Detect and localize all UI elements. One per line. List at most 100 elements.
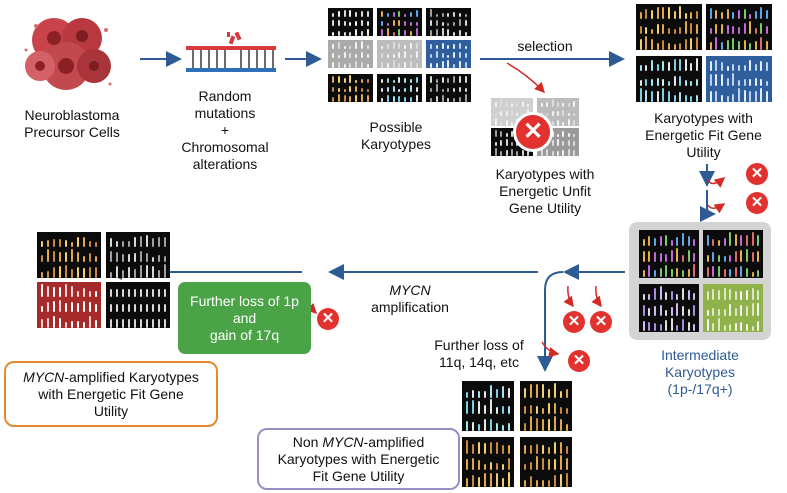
chromosome-row xyxy=(491,98,533,108)
chromosome xyxy=(472,457,474,470)
chromosome xyxy=(398,89,401,93)
chromosome xyxy=(343,64,346,68)
chromosome xyxy=(502,424,504,431)
chromosome xyxy=(760,60,763,72)
chromosome xyxy=(343,89,346,93)
chromosome xyxy=(729,232,732,246)
chromosome xyxy=(651,10,654,20)
chromosome xyxy=(392,31,395,36)
chromosome xyxy=(639,39,642,50)
chromosome xyxy=(404,45,407,50)
precursor-cells-label: Neuroblastoma Precursor Cells xyxy=(24,107,120,140)
chromosome xyxy=(734,323,737,332)
chromosome xyxy=(715,23,718,35)
chromosome xyxy=(732,73,735,87)
chromosome-row xyxy=(706,56,772,72)
chromosome xyxy=(89,316,91,328)
chromosome xyxy=(500,111,503,117)
chromosome xyxy=(757,302,760,316)
chromosome xyxy=(743,78,746,87)
karyotype-panel xyxy=(426,74,471,102)
chromosome xyxy=(536,444,538,454)
chromosome xyxy=(562,109,565,117)
chromosome xyxy=(65,239,67,248)
chromosome xyxy=(745,248,748,262)
chromosome xyxy=(128,267,130,278)
chromosome xyxy=(453,87,456,93)
chromosome xyxy=(146,253,148,263)
karyotype-panel xyxy=(639,230,699,278)
chromosome xyxy=(494,112,497,117)
chromosome xyxy=(505,120,508,126)
chromosome xyxy=(404,96,407,102)
chromosome-row xyxy=(462,398,514,414)
chromosome xyxy=(404,30,407,36)
chromosome-row xyxy=(636,4,702,20)
chromosome xyxy=(140,265,142,278)
chromosome xyxy=(766,80,769,87)
chromosome xyxy=(472,443,474,454)
chromosome xyxy=(726,9,729,20)
chromosome xyxy=(410,60,413,68)
chromosome xyxy=(122,254,124,263)
chromosome xyxy=(392,95,395,102)
chromosome-row xyxy=(703,284,763,300)
chromosome xyxy=(484,473,486,487)
chromosome xyxy=(500,139,503,147)
karyotype-panel xyxy=(491,98,533,126)
chromosome xyxy=(355,60,358,68)
chromosome-row xyxy=(426,8,471,18)
chromosome xyxy=(116,240,118,248)
chromosome xyxy=(472,422,474,431)
chromosome xyxy=(556,102,559,108)
chromosome xyxy=(665,291,668,300)
chromosome xyxy=(110,304,112,313)
chromosome xyxy=(398,11,401,18)
chromosome xyxy=(355,86,358,93)
chromosome xyxy=(47,285,49,298)
chromosome xyxy=(464,31,467,36)
fit-karyotypes-label: Karyotypes with Energetic Fit Gene Utili… xyxy=(645,110,762,160)
karyotype-panel xyxy=(37,282,101,328)
chromosome xyxy=(709,74,712,87)
chromosome xyxy=(116,319,118,328)
chromosome xyxy=(128,319,130,328)
chromosome xyxy=(53,239,55,248)
chromosome xyxy=(749,21,752,35)
chromosome xyxy=(83,321,85,328)
chromosome xyxy=(548,458,550,470)
karyotype-panel xyxy=(328,40,373,68)
chromosome xyxy=(542,445,544,454)
chromosome xyxy=(398,51,401,59)
chromosome xyxy=(737,80,740,87)
selection-label: selection xyxy=(517,38,573,54)
chromosome xyxy=(361,52,364,59)
chromosome xyxy=(662,60,665,72)
chromosome xyxy=(128,254,130,263)
chromosome xyxy=(749,42,752,50)
chromosome xyxy=(717,255,720,262)
chromosome xyxy=(645,90,648,102)
chromosome xyxy=(466,421,468,431)
chromosome xyxy=(639,88,642,102)
chromosome xyxy=(447,23,450,27)
chromosome xyxy=(573,150,576,156)
chromosome-row xyxy=(706,86,772,102)
chromosome-row xyxy=(106,262,170,278)
chromosome xyxy=(505,138,508,147)
chromosome xyxy=(331,75,334,84)
chromosome-row xyxy=(37,297,101,313)
chromosome xyxy=(122,304,124,313)
chromosome xyxy=(47,317,49,328)
chromosome xyxy=(548,479,550,487)
chromosome xyxy=(361,78,364,84)
reject-x-icon: ✕ xyxy=(568,350,590,372)
chromosome xyxy=(673,95,676,102)
chromosome xyxy=(380,78,383,84)
chromosome xyxy=(453,43,456,50)
chromosome xyxy=(648,235,651,246)
chromosome xyxy=(484,464,486,470)
chromosome xyxy=(41,284,43,298)
chromosome-row xyxy=(639,284,699,300)
chromosome xyxy=(435,45,438,50)
